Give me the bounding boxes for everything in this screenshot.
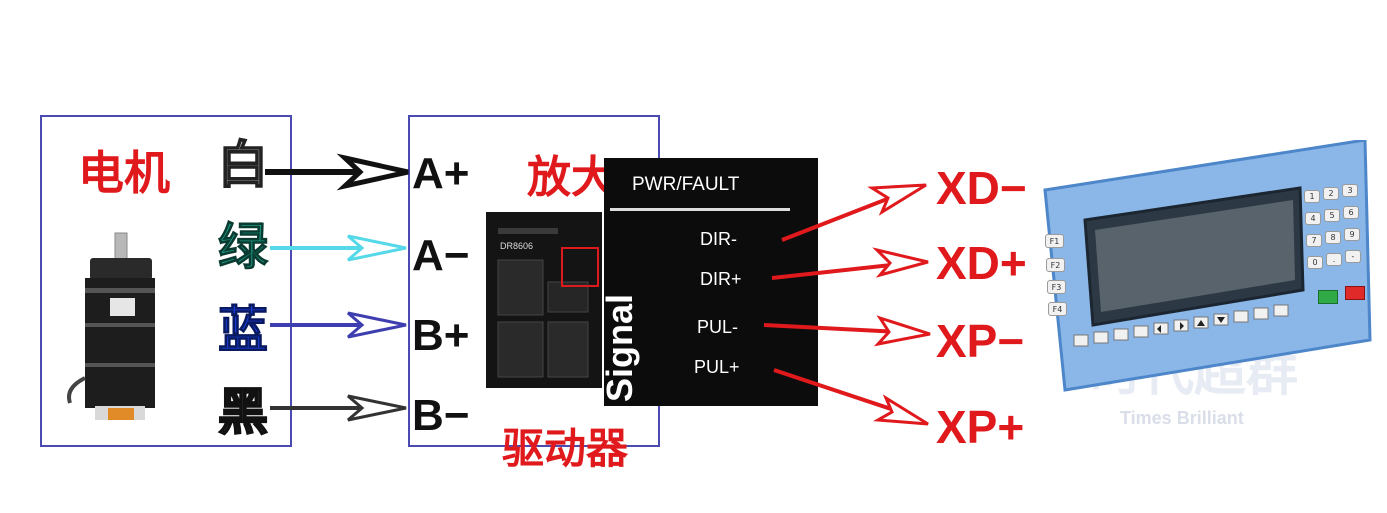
signal-panel [604,158,818,406]
controller-pin-xd-plus: XD+ [936,237,1027,289]
controller-pin-xp-plus: XP+ [936,401,1025,453]
arrow-white-wire [265,153,409,191]
controller-pin-xp-minus: XP− [936,315,1025,367]
stepper-motor-image [67,232,155,420]
driver-pin-b-minus: B− [412,391,470,440]
wire-label-black: 黑 [217,383,269,441]
wire-label-white: 白 [217,136,269,194]
arrow-green-wire [270,234,407,262]
driver-pin-a-minus: A− [412,231,470,280]
keypad-key-minus[interactable]: - [1345,250,1361,263]
terminal-dir-minus: DIR- [700,229,737,249]
controller-bottom-keys [1073,304,1289,347]
driver-pin-a-plus: A+ [412,149,470,198]
keypad-key-7[interactable]: 7 [1306,234,1322,247]
function-key-f1[interactable]: F1 [1045,234,1064,248]
keypad-key-4[interactable]: 4 [1305,212,1321,225]
driver-module-detail [497,228,599,378]
motor-box [40,115,292,447]
keypad-key-1[interactable]: 1 [1304,190,1320,203]
arrow-dir-minus [781,183,927,242]
keypad-key-5[interactable]: 5 [1324,209,1340,222]
arrow-black-wire [270,394,407,422]
keypad-key-9[interactable]: 9 [1344,228,1360,241]
signal-panel-divider [610,208,790,211]
driver-pin-b-plus: B+ [412,311,470,360]
controller-device [1043,140,1372,392]
wire-label-green: 绿 [218,218,269,276]
arrow-pul-plus [773,368,929,426]
driver-module: DR8606 [486,212,602,388]
terminal-pul-plus: PUL+ [694,357,740,377]
stop-button[interactable] [1345,286,1365,300]
pwr-fault-label: PWR/FAULT [632,174,740,195]
start-button[interactable] [1318,290,1338,304]
keypad-key-8[interactable]: 8 [1325,231,1341,244]
terminal-dir-plus: DIR+ [700,269,742,289]
wire-label-blue: 蓝 [218,301,269,359]
keypad-key-dot[interactable]: . [1326,253,1342,266]
keypad-key-2[interactable]: 2 [1323,187,1339,200]
driver-model-label: DR8606 [500,241,534,251]
function-key-f4[interactable]: F4 [1048,302,1067,316]
driver-caption: 驱动器 [502,424,629,473]
arrow-pul-minus [763,315,931,347]
terminal-pul-minus: PUL- [697,317,739,337]
function-key-f3[interactable]: F3 [1047,280,1066,294]
function-key-f2[interactable]: F2 [1046,258,1065,272]
arrow-dir-plus [771,247,929,280]
motor-title: 电机 [78,146,170,200]
keypad-key-3[interactable]: 3 [1342,184,1358,197]
zoom-label: 放大 [527,152,615,203]
keypad-key-6[interactable]: 6 [1343,206,1359,219]
controller-watermark-en: Times Brilliant [1120,408,1244,428]
keypad-key-0[interactable]: 0 [1307,256,1323,269]
arrow-blue-wire [270,311,407,339]
controller-pin-xd-minus: XD− [936,162,1027,214]
